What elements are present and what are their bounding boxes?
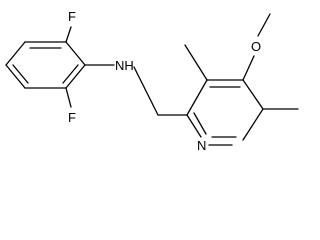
- bond: [242, 79, 264, 110]
- pyridine-nitrogen-label: N: [197, 138, 206, 153]
- bond: [242, 108, 264, 141]
- fluorine-bottom-label: F: [68, 110, 76, 125]
- bond-methyl-3: [184, 44, 208, 81]
- double-bond-inner: [193, 112, 207, 135]
- chemical-structure: F F NH O N: [5, 9, 299, 153]
- bond: [65, 41, 86, 66]
- bond: [186, 79, 208, 116]
- double-bond-inner: [62, 64, 79, 84]
- bond-c4-o: [242, 55, 255, 81]
- bond-c-f-top: [65, 26, 72, 43]
- fluorine-top-label: F: [68, 9, 76, 24]
- methoxy-oxygen-label: O: [251, 39, 261, 54]
- bond-nh-ch2: [133, 66, 159, 116]
- amine-label: NH: [115, 58, 134, 73]
- bond-c-f-bottom: [65, 87, 72, 108]
- bond: [186, 114, 202, 138]
- double-bond-inner: [12, 64, 29, 84]
- difluorophenyl-ring: [5, 41, 86, 89]
- bond: [5, 41, 26, 66]
- bond: [5, 64, 26, 89]
- bond: [65, 64, 86, 89]
- pyridine-ring: [186, 79, 264, 146]
- bond-o-methyl: [257, 13, 271, 37]
